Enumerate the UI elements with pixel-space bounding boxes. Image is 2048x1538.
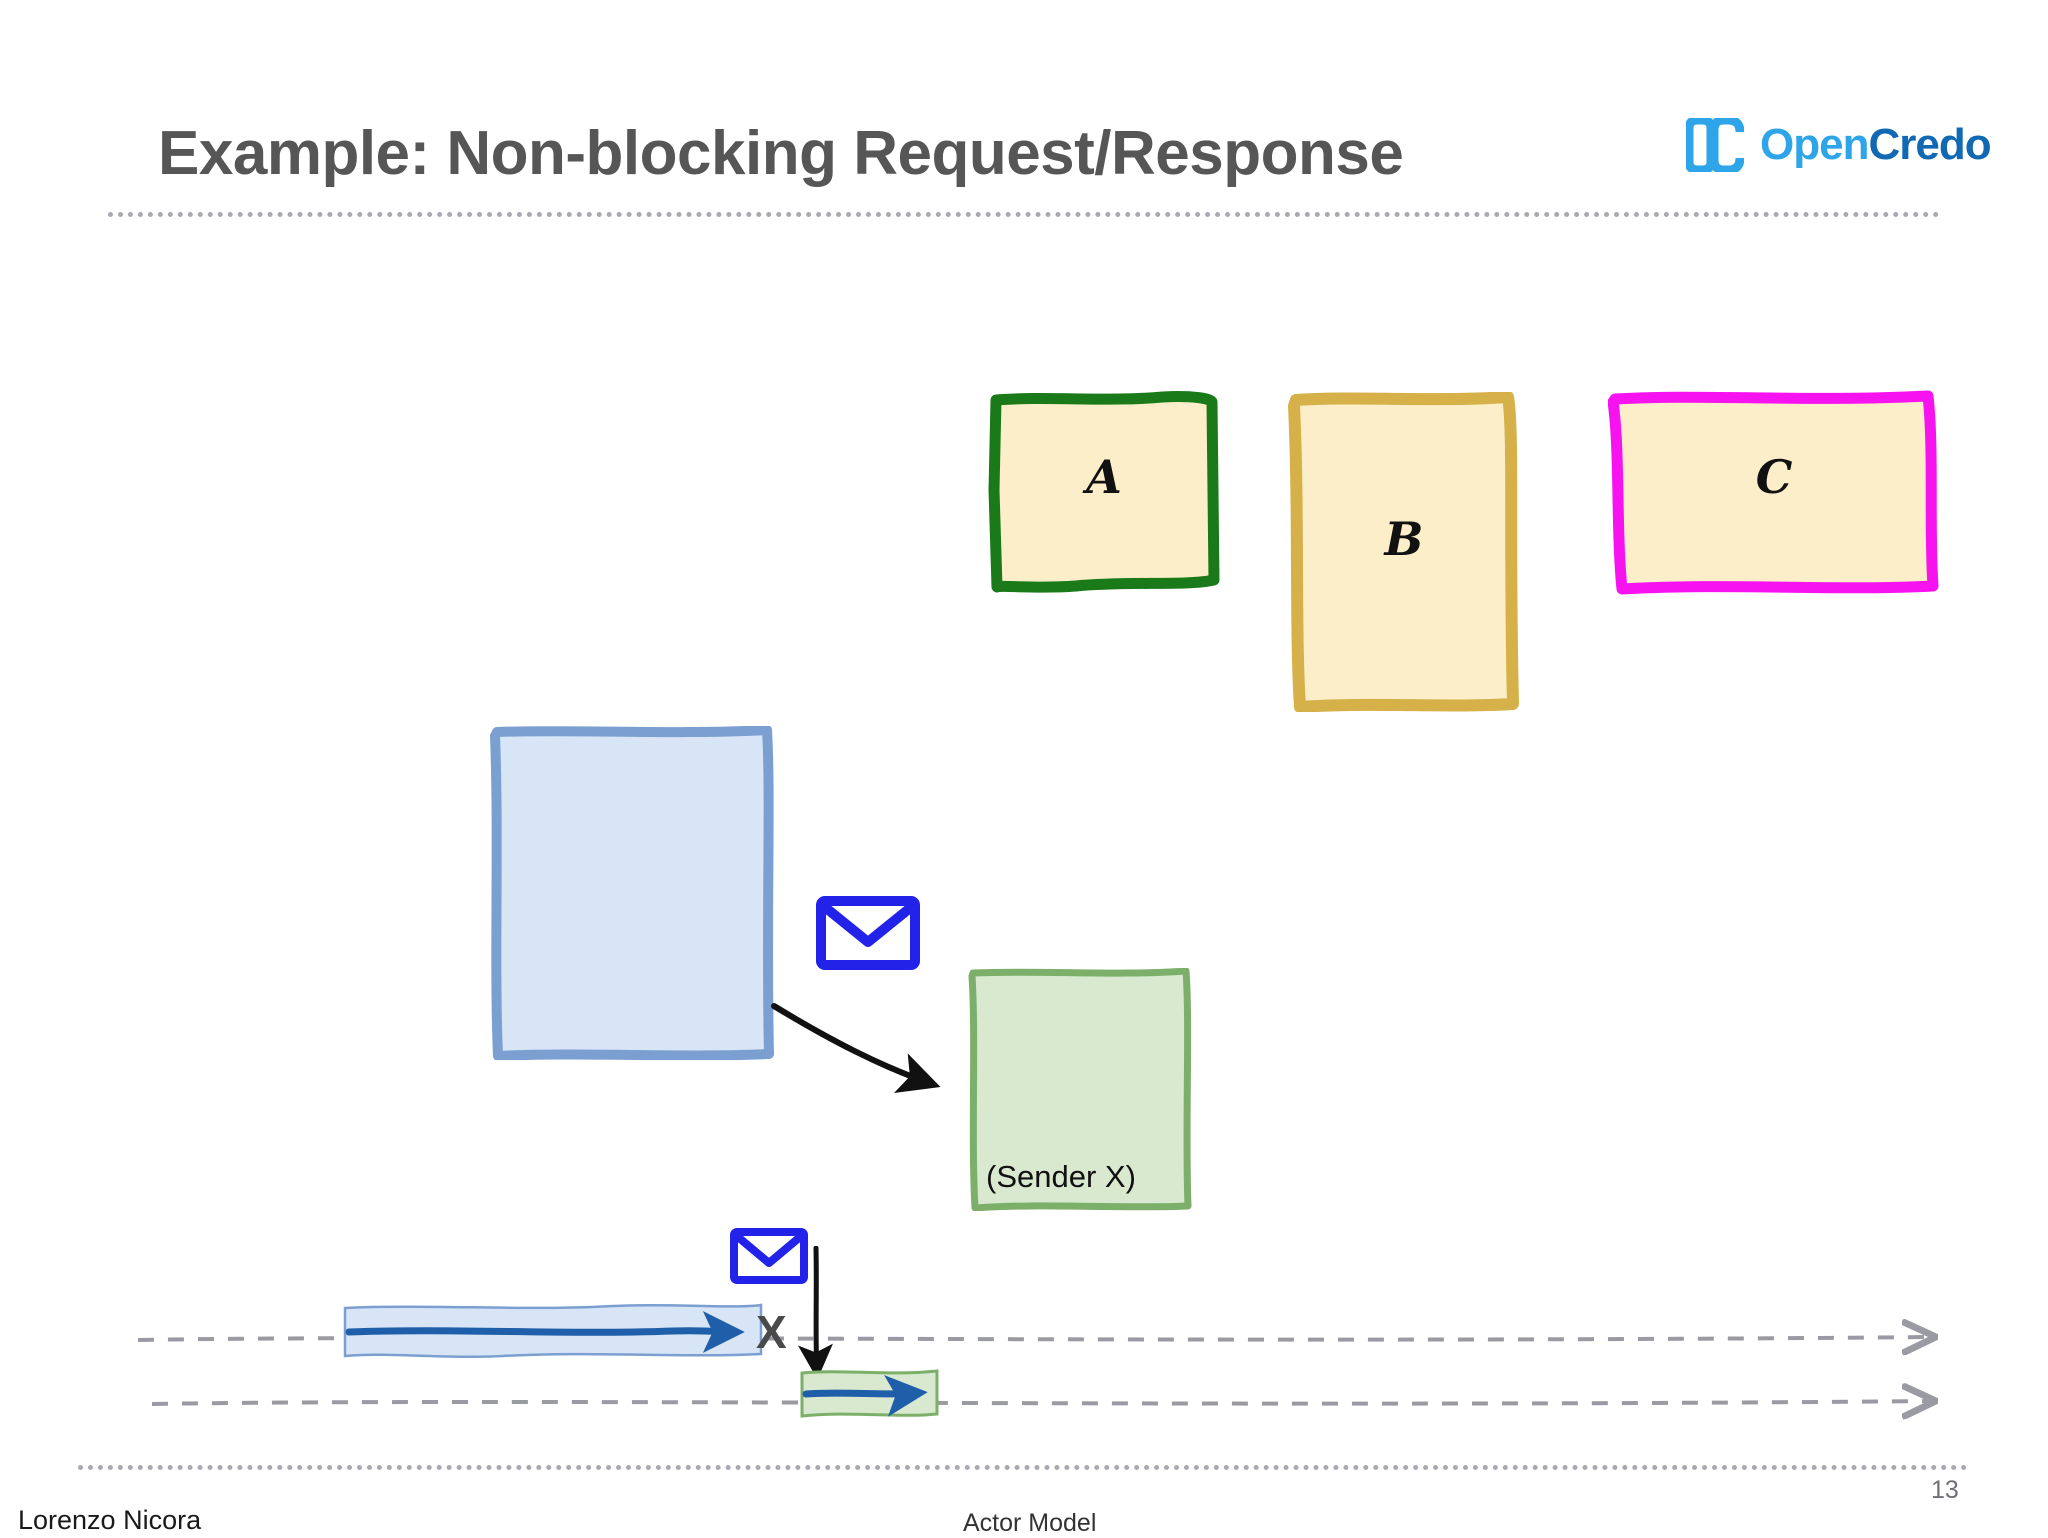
arrow-down-right-icon xyxy=(770,1000,960,1100)
sender-box: (Sender X) xyxy=(968,968,1192,1211)
footer-page-number: 13 xyxy=(1931,1476,1959,1504)
sender-box-label: (Sender X) xyxy=(986,1159,1136,1194)
footer-deck-title: Actor Model xyxy=(963,1509,1097,1537)
envelope-icon xyxy=(730,1228,808,1284)
brand-wordmark: OpenCredo xyxy=(1760,120,1992,169)
brand-word-open: Open xyxy=(1760,120,1869,169)
actor-box-a-label: A xyxy=(1086,450,1122,504)
footer-author: Lorenzo Nicora xyxy=(18,1505,202,1535)
actor-box-b-label: B xyxy=(1384,512,1424,566)
page-title: Example: Non-blocking Request/Response xyxy=(158,119,1404,188)
oc-monogram-icon xyxy=(1684,115,1745,175)
brand-word-credo: Credo xyxy=(1868,120,1991,169)
actor-box-b: B xyxy=(1288,392,1520,712)
actor-box-c-label: C xyxy=(1755,450,1793,504)
header-divider xyxy=(108,212,1940,217)
actor-box-a: A xyxy=(988,390,1220,595)
arrow-down-icon xyxy=(790,1245,850,1394)
footer-divider xyxy=(78,1465,1968,1470)
timeline-bar-request xyxy=(343,1302,763,1359)
brand-logo: OpenCredo xyxy=(1684,115,1992,175)
x-mark: X xyxy=(756,1306,787,1358)
envelope-icon xyxy=(816,896,920,970)
request-box xyxy=(490,726,774,1060)
timeline-bar-response xyxy=(800,1368,940,1418)
actor-box-c: C xyxy=(1608,390,1940,595)
